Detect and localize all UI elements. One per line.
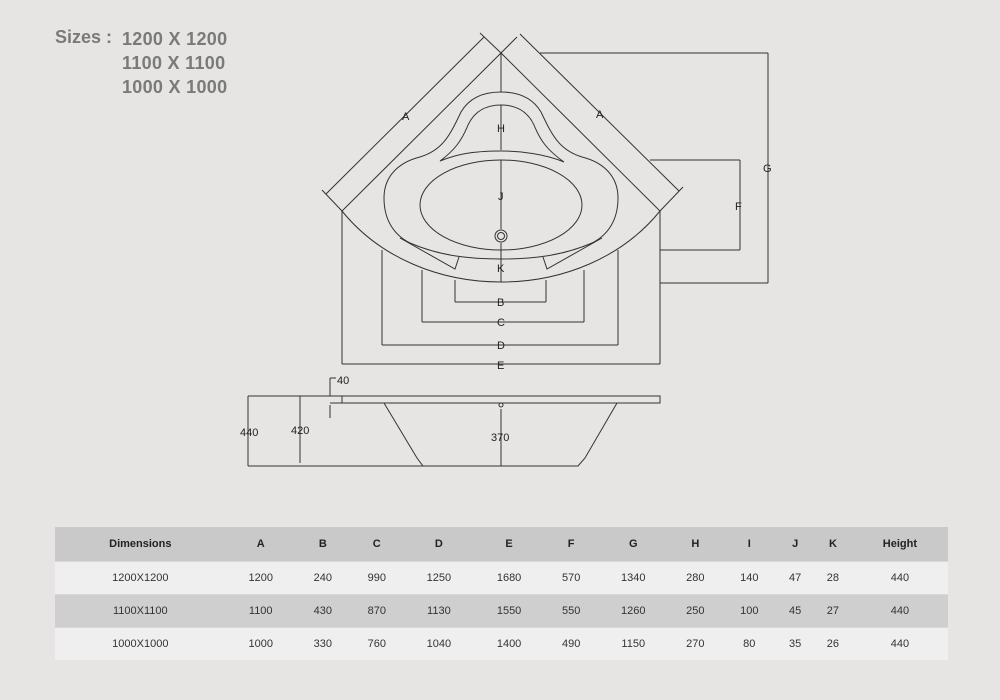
- table-cell: 1200: [225, 561, 296, 595]
- table-header-row: Dimensions A B C D E F G H I J K Height: [55, 527, 948, 562]
- table-cell: 47: [776, 561, 815, 595]
- dimension-f: [650, 159, 741, 251]
- sizes-label: Sizes :: [55, 27, 113, 47]
- table-cell: 28: [814, 561, 852, 595]
- table-cell: 440: [851, 594, 948, 628]
- label-f: F: [735, 201, 742, 213]
- label-c: C: [497, 317, 505, 329]
- column-header: K: [814, 527, 852, 562]
- label-a-left: A: [402, 111, 410, 123]
- table-cell: 440: [851, 561, 948, 595]
- size-option: 1200 X 1200: [122, 29, 228, 49]
- column-header: A: [225, 527, 296, 562]
- label-j: J: [498, 191, 504, 203]
- table-cell: 45: [776, 594, 815, 628]
- label-g: G: [763, 163, 772, 175]
- table-cell: 80: [722, 627, 777, 660]
- dimension-440: [247, 395, 423, 467]
- dimension-40: [329, 377, 342, 418]
- seat-right: [542, 237, 603, 270]
- headrest-shelf: [439, 104, 565, 163]
- table-cell: 490: [544, 627, 599, 660]
- table-cell: 1100: [225, 594, 296, 628]
- table-cell: 430: [295, 594, 350, 628]
- seat-left: [399, 237, 460, 270]
- column-header: H: [668, 527, 723, 562]
- column-header: Dimensions: [55, 527, 226, 562]
- label-440: 440: [240, 427, 258, 439]
- dimension-c: [421, 270, 585, 323]
- table-cell: 1100X1100: [55, 594, 226, 628]
- table-cell: 1550: [473, 594, 545, 628]
- label-370: 370: [491, 432, 509, 444]
- dimension-a-right: [500, 33, 684, 212]
- dimension-d: [381, 250, 619, 346]
- column-header: E: [473, 527, 545, 562]
- table-cell: 100: [722, 594, 777, 628]
- table-cell: 26: [814, 627, 852, 660]
- dimension-b: [454, 280, 547, 303]
- table-cell: 330: [295, 627, 350, 660]
- table-cell: 1000X1000: [55, 627, 226, 660]
- column-header: J: [776, 527, 815, 562]
- dimension-a-left: [321, 32, 502, 212]
- column-header: D: [403, 527, 474, 562]
- table-cell: 240: [295, 561, 350, 595]
- column-header: B: [295, 527, 350, 562]
- table-cell: 440: [851, 627, 948, 660]
- label-40: 40: [337, 375, 349, 387]
- table-cell: 570: [544, 561, 599, 595]
- label-d: D: [497, 340, 505, 352]
- table-cell: 1680: [473, 561, 545, 595]
- table-cell: 760: [349, 627, 404, 660]
- column-header: C: [349, 527, 404, 562]
- sizes-list: 1200 X 1200 1100 X 1100 1000 X 1000: [122, 27, 227, 99]
- dimension-e: [341, 211, 661, 365]
- table-cell: 1250: [403, 561, 474, 595]
- label-e: E: [497, 360, 504, 372]
- table-cell: 280: [668, 561, 723, 595]
- table-cell: 1400: [473, 627, 545, 660]
- drain-icon: [494, 229, 508, 243]
- table-cell: 1130: [403, 594, 474, 628]
- table-cell: 550: [544, 594, 599, 628]
- table-cell: 1150: [598, 627, 669, 660]
- table-cell: 270: [668, 627, 723, 660]
- table-cell: 1260: [598, 594, 669, 628]
- table-cell: 35: [776, 627, 815, 660]
- size-option: 1000 X 1000: [122, 77, 228, 97]
- table-cell: 870: [349, 594, 404, 628]
- column-header: I: [722, 527, 777, 562]
- overflow-hole: [498, 402, 504, 408]
- table-cell: 250: [668, 594, 723, 628]
- size-option: 1100 X 1100: [122, 53, 226, 73]
- table-cell: 990: [349, 561, 404, 595]
- label-h: H: [497, 123, 505, 135]
- column-header: F: [544, 527, 599, 562]
- bathtub-technical-drawing: A A H J K B C D E F G 40 440 420 370: [240, 32, 772, 467]
- table-cell: 1000: [225, 627, 296, 660]
- column-header: Height: [851, 527, 948, 562]
- column-header: G: [598, 527, 669, 562]
- drain-inner: [497, 232, 505, 240]
- table-cell: 1040: [403, 627, 474, 660]
- top-view: A A H J K B C D E F G: [321, 32, 772, 372]
- tub-rim-plate: [341, 395, 661, 404]
- label-420: 420: [291, 425, 309, 437]
- label-a-right: A: [596, 109, 604, 121]
- table-cell: 1340: [598, 561, 669, 595]
- table-cell: 1200X1200: [55, 561, 226, 595]
- table-cell: 140: [722, 561, 777, 595]
- label-b: B: [497, 297, 504, 309]
- side-view: 40 440 420 370: [240, 375, 661, 467]
- dimension-g: [540, 52, 769, 284]
- label-k: K: [497, 263, 505, 275]
- table-cell: 27: [814, 594, 852, 628]
- dimensions-table: Dimensions A B C D E F G H I J K Height …: [55, 527, 948, 660]
